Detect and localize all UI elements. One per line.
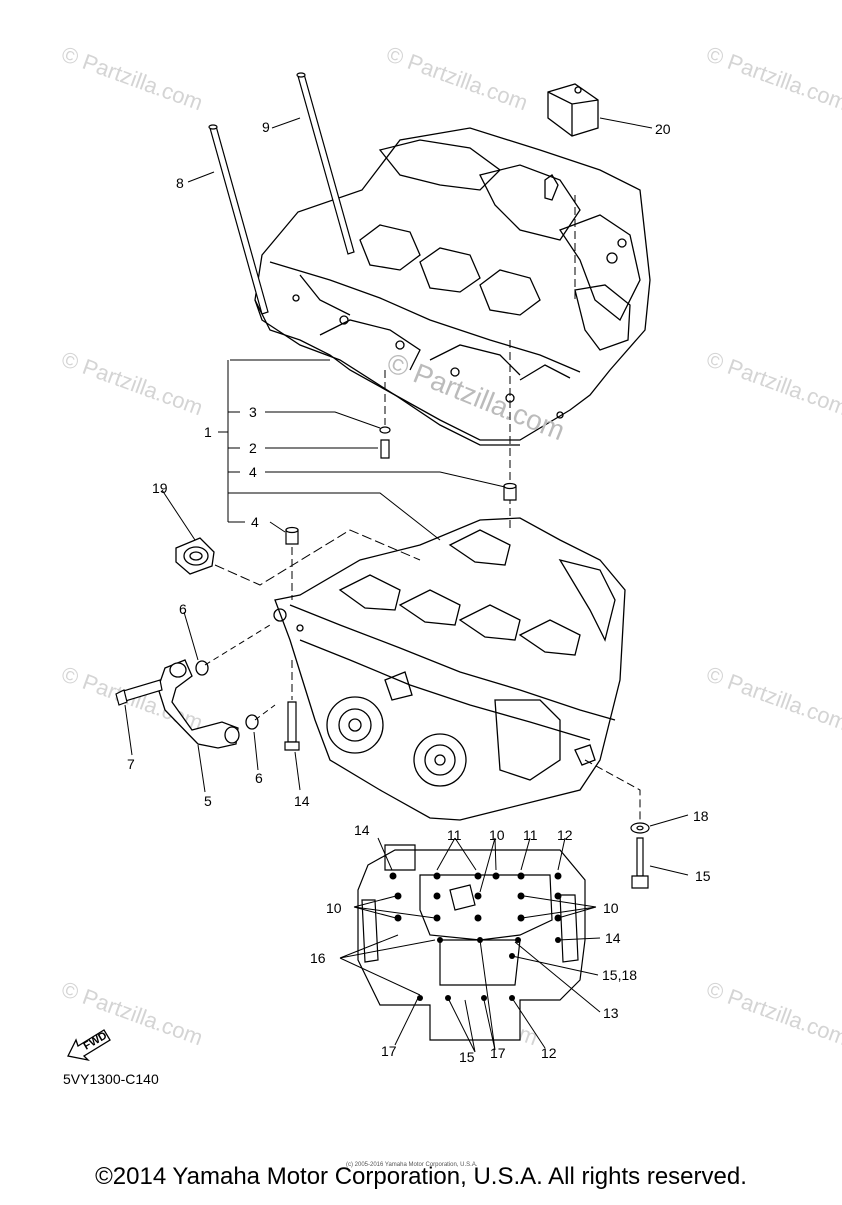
lower-crankcase	[273, 517, 626, 821]
o-ring-3	[379, 426, 391, 434]
watermark: © Partzilla.com	[703, 346, 842, 420]
dowel-top	[503, 482, 517, 490]
callout-18: 18	[693, 808, 709, 824]
dowel-pin-2	[380, 439, 390, 459]
callout-14-bolt: 14	[294, 793, 310, 809]
callout-14-right: 14	[605, 930, 621, 946]
bolt-14	[284, 701, 300, 751]
callout-5: 5	[204, 793, 212, 809]
callout-10-top: 10	[489, 827, 505, 843]
callout-10-left: 10	[326, 900, 342, 916]
diagram-code: 5VY1300-C140	[63, 1071, 159, 1087]
watermark: © Partzilla.com	[58, 346, 206, 420]
callout-15-bolt: 15	[695, 868, 711, 884]
watermark: © Partzilla.com	[58, 41, 206, 115]
callout-3: 3	[249, 404, 257, 420]
oil-pipe-5	[157, 659, 240, 749]
callout-9: 9	[262, 119, 270, 135]
cylinder-stud-9	[296, 72, 355, 255]
watermark: © Partzilla.com	[703, 976, 842, 1050]
callout-6-upper: 6	[179, 601, 187, 617]
o-rings-6	[195, 660, 259, 730]
breather-cap-20	[547, 83, 599, 137]
bolt-dots	[389, 872, 562, 1001]
leader-lines	[124, 117, 689, 1053]
watermark: © Partzilla.com	[703, 41, 842, 115]
callout-11-left: 11	[447, 827, 462, 843]
small-parts	[285, 426, 517, 545]
callout-15-bottom: 15	[459, 1049, 475, 1065]
callout-13: 13	[603, 1005, 619, 1021]
callout-6-lower: 6	[255, 770, 263, 786]
upper-crankcase	[254, 127, 651, 446]
callout-17-left: 17	[381, 1043, 397, 1059]
callout-7: 7	[127, 756, 135, 772]
callout-14-layout: 14	[354, 822, 370, 838]
copyright-notice: ©2014 Yamaha Motor Corporation, U.S.A. A…	[95, 1163, 747, 1190]
fine-print: (c) 2005-2016 Yamaha Motor Corporation, …	[346, 1162, 478, 1168]
watermark: © Partzilla.com	[703, 661, 842, 735]
oil-plug-19	[175, 537, 215, 575]
callout-17-right: 17	[490, 1045, 506, 1061]
washer-18	[630, 822, 650, 834]
callout-15-18: 15,18	[602, 967, 637, 983]
callout-1: 1	[204, 424, 212, 440]
callout-2: 2	[249, 440, 257, 456]
cylinder-stud-8	[208, 124, 269, 315]
callout-labels: 9 8 20 1 3 2 4 4 19 6 7 5 6 14 18 15 14 …	[127, 119, 711, 1065]
callout-19: 19	[152, 480, 168, 496]
callout-8: 8	[176, 175, 184, 191]
callout-4-lower: 4	[251, 514, 259, 530]
callout-12-bottom: 12	[541, 1045, 557, 1061]
watermark: © Partzilla.com	[58, 976, 206, 1050]
callout-12-top: 12	[557, 827, 573, 843]
callout-11-right: 11	[523, 827, 538, 843]
callout-16: 16	[310, 950, 326, 966]
watermark: © Partzilla.com	[383, 41, 531, 115]
callout-10-right: 10	[603, 900, 619, 916]
bolt-15	[631, 837, 649, 889]
callout-20: 20	[655, 121, 671, 137]
bolt-layout-view	[357, 844, 586, 1041]
dowel-top	[285, 526, 299, 534]
callout-4-upper: 4	[249, 464, 257, 480]
banjo-bolt-7	[115, 679, 163, 706]
fwd-arrow: FWD	[67, 1029, 111, 1062]
